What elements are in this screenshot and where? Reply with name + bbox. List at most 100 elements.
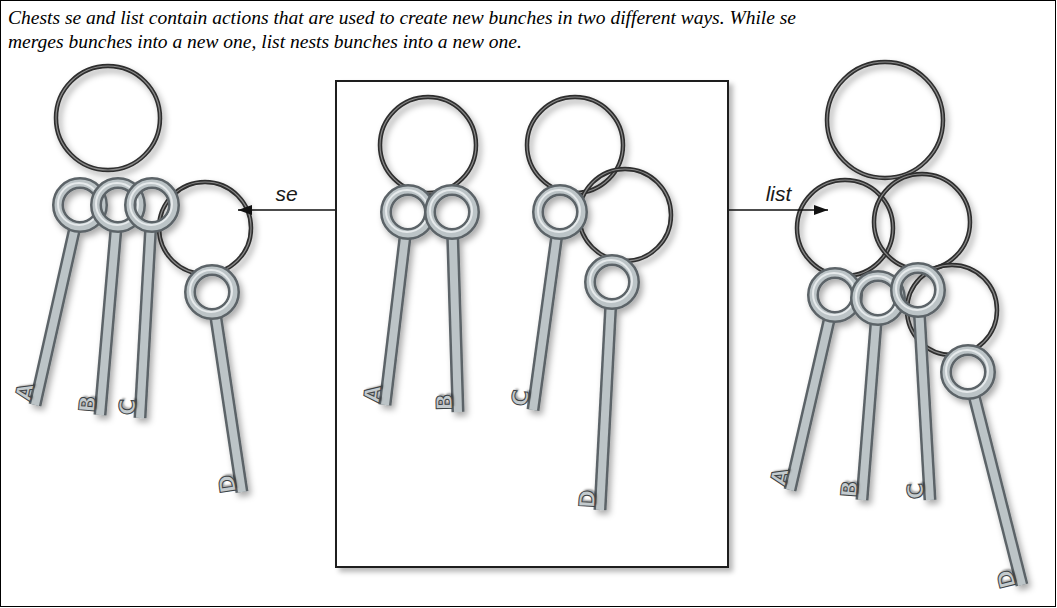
key-shaft-fill (216, 316, 242, 492)
key-bow-highlight (386, 190, 428, 232)
key-shaft (790, 318, 830, 490)
key (533, 190, 582, 410)
key-bow-highlight (946, 350, 988, 392)
key (790, 273, 857, 490)
key-bow-highlight (896, 268, 938, 310)
key-shaft (862, 322, 876, 500)
key-letter: A (12, 382, 37, 403)
key-bow-highlight (430, 190, 472, 232)
key-bow-fill (130, 183, 174, 227)
key-bow-fill (590, 260, 634, 304)
key-shaft (453, 236, 458, 412)
key-letter: B (838, 480, 861, 498)
key (946, 350, 1022, 585)
key-shaft-fill (533, 236, 557, 410)
key-ring (56, 66, 160, 170)
key-bow-highlight (190, 270, 232, 312)
key-bunch: AB (365, 92, 480, 427)
key-bow (590, 260, 634, 304)
key-bow-highlight (538, 190, 580, 232)
key-ring-highlight (874, 174, 970, 270)
key-ring (797, 180, 893, 276)
key-ring (579, 169, 671, 261)
key-shaft (216, 316, 242, 492)
key-letter: C (509, 389, 533, 408)
key-letter: A (361, 384, 385, 404)
key (590, 260, 634, 510)
key-bow (538, 190, 582, 234)
key (856, 276, 900, 500)
key-bow-fill (430, 190, 474, 234)
key (130, 183, 174, 418)
key (35, 183, 102, 405)
key-letter: C (116, 399, 139, 416)
right-bunch-art (790, 62, 1022, 585)
caption: Chests se and list contain actions that … (8, 6, 808, 54)
key-bunch: ABCD (20, 60, 238, 505)
key-letter: A (767, 467, 792, 489)
key-bunch: ABCD (828, 58, 1043, 598)
key-ring-highlight (527, 97, 623, 193)
key-shaft-fill (35, 228, 75, 405)
edge-label: list (766, 182, 792, 206)
key-bow (190, 270, 234, 314)
key-ring-highlight (827, 62, 943, 178)
key-shaft (974, 395, 1022, 585)
edge-label: se (275, 182, 297, 206)
key-bow-fill (896, 268, 940, 312)
chest-box: ABCD (335, 80, 729, 568)
key-shaft (385, 236, 405, 405)
key-shaft-fill (453, 236, 458, 412)
key-bow (130, 183, 174, 227)
key-ring (874, 174, 970, 270)
key-shaft-fill (862, 322, 876, 500)
key-shaft-fill (790, 318, 830, 490)
key-bunch: CD (515, 92, 680, 517)
key-shaft-fill (974, 395, 1022, 585)
key-bow-fill (190, 270, 234, 314)
key (190, 270, 242, 492)
key-letter: D (215, 473, 239, 494)
key-bow (946, 350, 990, 394)
key-ring (380, 97, 476, 193)
key-letter: B (433, 394, 455, 411)
key-shaft-fill (140, 229, 151, 418)
key-bow (896, 268, 940, 312)
key-shaft-fill (385, 236, 405, 405)
key-shaft (919, 314, 930, 500)
key-bow-fill (946, 350, 990, 394)
key-ring-highlight (797, 180, 893, 276)
left-bunch-art (35, 66, 251, 492)
arrow-connector (238, 209, 335, 211)
key-shaft-fill (919, 314, 930, 500)
key (430, 190, 474, 412)
key-ring-highlight (579, 169, 671, 261)
key-bow (430, 190, 474, 234)
key-shaft-fill (600, 306, 611, 510)
key-shaft (140, 229, 151, 418)
key-bow-highlight (590, 260, 632, 302)
key-letter: D (576, 490, 599, 509)
key-shaft (35, 228, 75, 405)
key-bow-highlight (813, 273, 855, 315)
key-bow-fill (538, 190, 582, 234)
key-ring-highlight (56, 66, 160, 170)
key-letter: C (905, 482, 928, 499)
key-bow-highlight (130, 183, 172, 225)
key-shaft (533, 236, 557, 410)
key-letter: B (76, 395, 99, 414)
arrow-connector (729, 209, 828, 211)
key-ring-highlight (380, 97, 476, 193)
key (896, 268, 940, 500)
key-letter: D (994, 567, 1020, 590)
key-ring (827, 62, 943, 178)
center-bunches-art (380, 97, 671, 510)
key-ring (527, 97, 623, 193)
key-bow-fill (386, 190, 430, 234)
key (385, 190, 430, 405)
